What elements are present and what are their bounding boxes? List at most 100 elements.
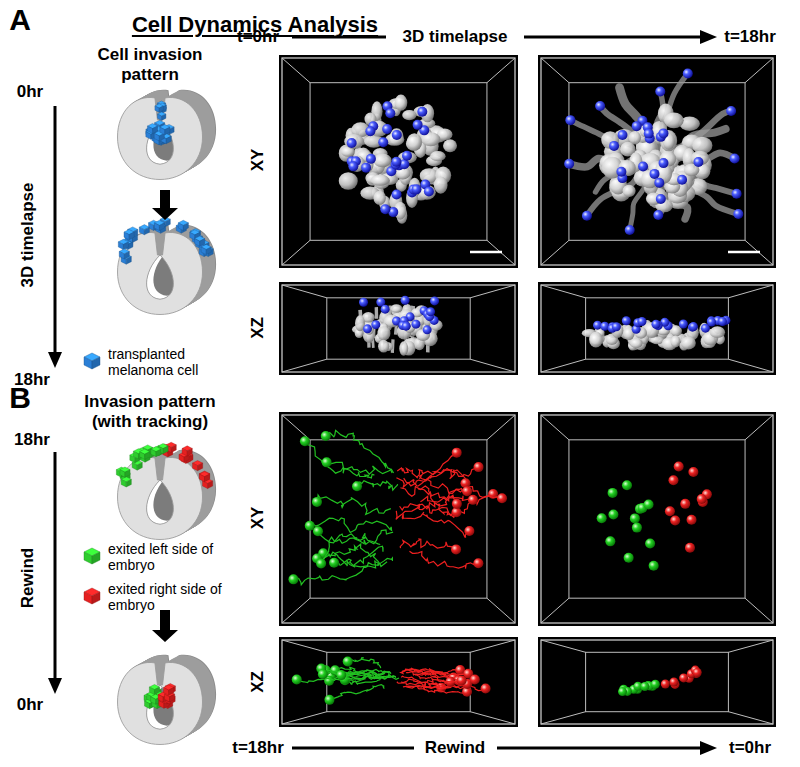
cell-dot bbox=[582, 211, 592, 221]
cell-dot bbox=[417, 107, 427, 117]
cell-dot bbox=[618, 687, 627, 696]
cell-dot bbox=[622, 316, 631, 325]
tissue-blob bbox=[630, 338, 643, 348]
cell-cube bbox=[156, 449, 161, 457]
panel-wireframe bbox=[541, 640, 586, 652]
cell-dot bbox=[632, 523, 642, 533]
image-panel bbox=[279, 282, 518, 375]
panel-content bbox=[582, 316, 731, 351]
tissue-blob bbox=[681, 336, 696, 349]
cell-cube bbox=[183, 223, 188, 231]
cell-cube bbox=[132, 462, 137, 470]
panel-wireframe bbox=[569, 440, 745, 598]
cell-dot bbox=[644, 499, 654, 509]
cell-dot bbox=[608, 488, 618, 498]
panel-wireframe bbox=[569, 83, 745, 241]
tissue-blob bbox=[407, 133, 422, 150]
cell-track bbox=[356, 481, 398, 490]
cell-dot bbox=[380, 204, 390, 214]
cell-cube bbox=[206, 247, 211, 255]
cell-cube bbox=[205, 474, 210, 482]
cell-cube bbox=[179, 454, 184, 462]
embryo-depth bbox=[118, 97, 203, 179]
cell-dot bbox=[609, 141, 619, 151]
cell-dot bbox=[644, 129, 654, 139]
panel-background bbox=[538, 55, 776, 268]
tissue-blob bbox=[622, 185, 635, 197]
embryo-schematic bbox=[118, 655, 217, 745]
cell-cube bbox=[92, 552, 100, 564]
image-panel bbox=[538, 637, 776, 727]
panel-background bbox=[538, 412, 776, 626]
arrow-head bbox=[152, 610, 178, 642]
cell-cube bbox=[159, 133, 164, 141]
cell-cube bbox=[155, 106, 159, 112]
cell-dot bbox=[656, 194, 666, 204]
cell-dot bbox=[481, 684, 491, 694]
cell-dot bbox=[316, 559, 326, 569]
embryo-face bbox=[118, 97, 203, 179]
embryo-face bbox=[118, 232, 203, 314]
cell-dot bbox=[625, 225, 635, 235]
cell-dot bbox=[359, 298, 368, 307]
cell-dot bbox=[321, 431, 331, 441]
panel-frame bbox=[541, 285, 773, 372]
cell-cube bbox=[198, 463, 203, 471]
cell-cube bbox=[163, 446, 168, 454]
cell-dot bbox=[312, 497, 322, 507]
cell-dot bbox=[654, 178, 664, 188]
panel-wireframe bbox=[282, 240, 310, 265]
panel-letter: B bbox=[9, 381, 31, 416]
panel-wireframe bbox=[310, 83, 487, 241]
cell-dot bbox=[378, 137, 388, 147]
cell-cube bbox=[159, 106, 163, 112]
scale-bar bbox=[470, 251, 502, 254]
cell-dot bbox=[462, 486, 472, 496]
cell-cube bbox=[166, 136, 171, 144]
time-label: t=18hr bbox=[232, 738, 284, 758]
cell-dot bbox=[730, 153, 740, 163]
cell-dot bbox=[608, 509, 618, 519]
panel-wireframe bbox=[586, 652, 729, 711]
cell-dot bbox=[612, 322, 621, 331]
tissue-blob bbox=[671, 336, 681, 348]
panel-wireframe bbox=[541, 415, 569, 440]
legend-item: exited right side of embryo bbox=[80, 581, 233, 613]
cell-cube bbox=[140, 452, 145, 460]
legend-text: transplanted melanoma cell bbox=[108, 346, 233, 378]
legend-text: exited left side of embryo bbox=[108, 541, 233, 573]
cell-cube bbox=[162, 114, 166, 120]
cell-cube bbox=[199, 474, 204, 482]
cell-cube bbox=[157, 114, 161, 120]
cell-cube bbox=[151, 449, 156, 457]
cell-cube bbox=[192, 463, 197, 471]
arrow-head bbox=[700, 30, 717, 44]
panel-content bbox=[339, 95, 502, 252]
cell-dot bbox=[670, 516, 680, 526]
cell-cube bbox=[124, 232, 129, 240]
time-label: t=18hr bbox=[724, 27, 776, 47]
cell-dot bbox=[457, 676, 467, 686]
cell-dot bbox=[651, 680, 660, 689]
cell-dot bbox=[391, 157, 401, 167]
cell-dot bbox=[343, 656, 353, 666]
panel-wireframe bbox=[541, 285, 586, 298]
image-panel bbox=[279, 637, 518, 727]
cell-cube bbox=[119, 251, 124, 259]
axis-title: Rewind bbox=[18, 548, 38, 608]
cell-dot bbox=[595, 101, 605, 111]
cell-track bbox=[396, 495, 457, 519]
image-panel bbox=[538, 55, 776, 268]
panel-frame bbox=[541, 58, 773, 265]
cell-dot bbox=[292, 675, 302, 685]
cell-cube bbox=[146, 132, 151, 140]
tissue-blob bbox=[373, 153, 391, 167]
cell-cube bbox=[182, 448, 187, 456]
cell-dot bbox=[622, 480, 632, 490]
cell-cube bbox=[145, 452, 150, 460]
panel-wireframe bbox=[327, 298, 470, 359]
cell-dot bbox=[651, 320, 660, 329]
cell-track bbox=[334, 558, 392, 568]
cell-cube bbox=[195, 239, 200, 247]
cell-dot bbox=[413, 120, 423, 130]
